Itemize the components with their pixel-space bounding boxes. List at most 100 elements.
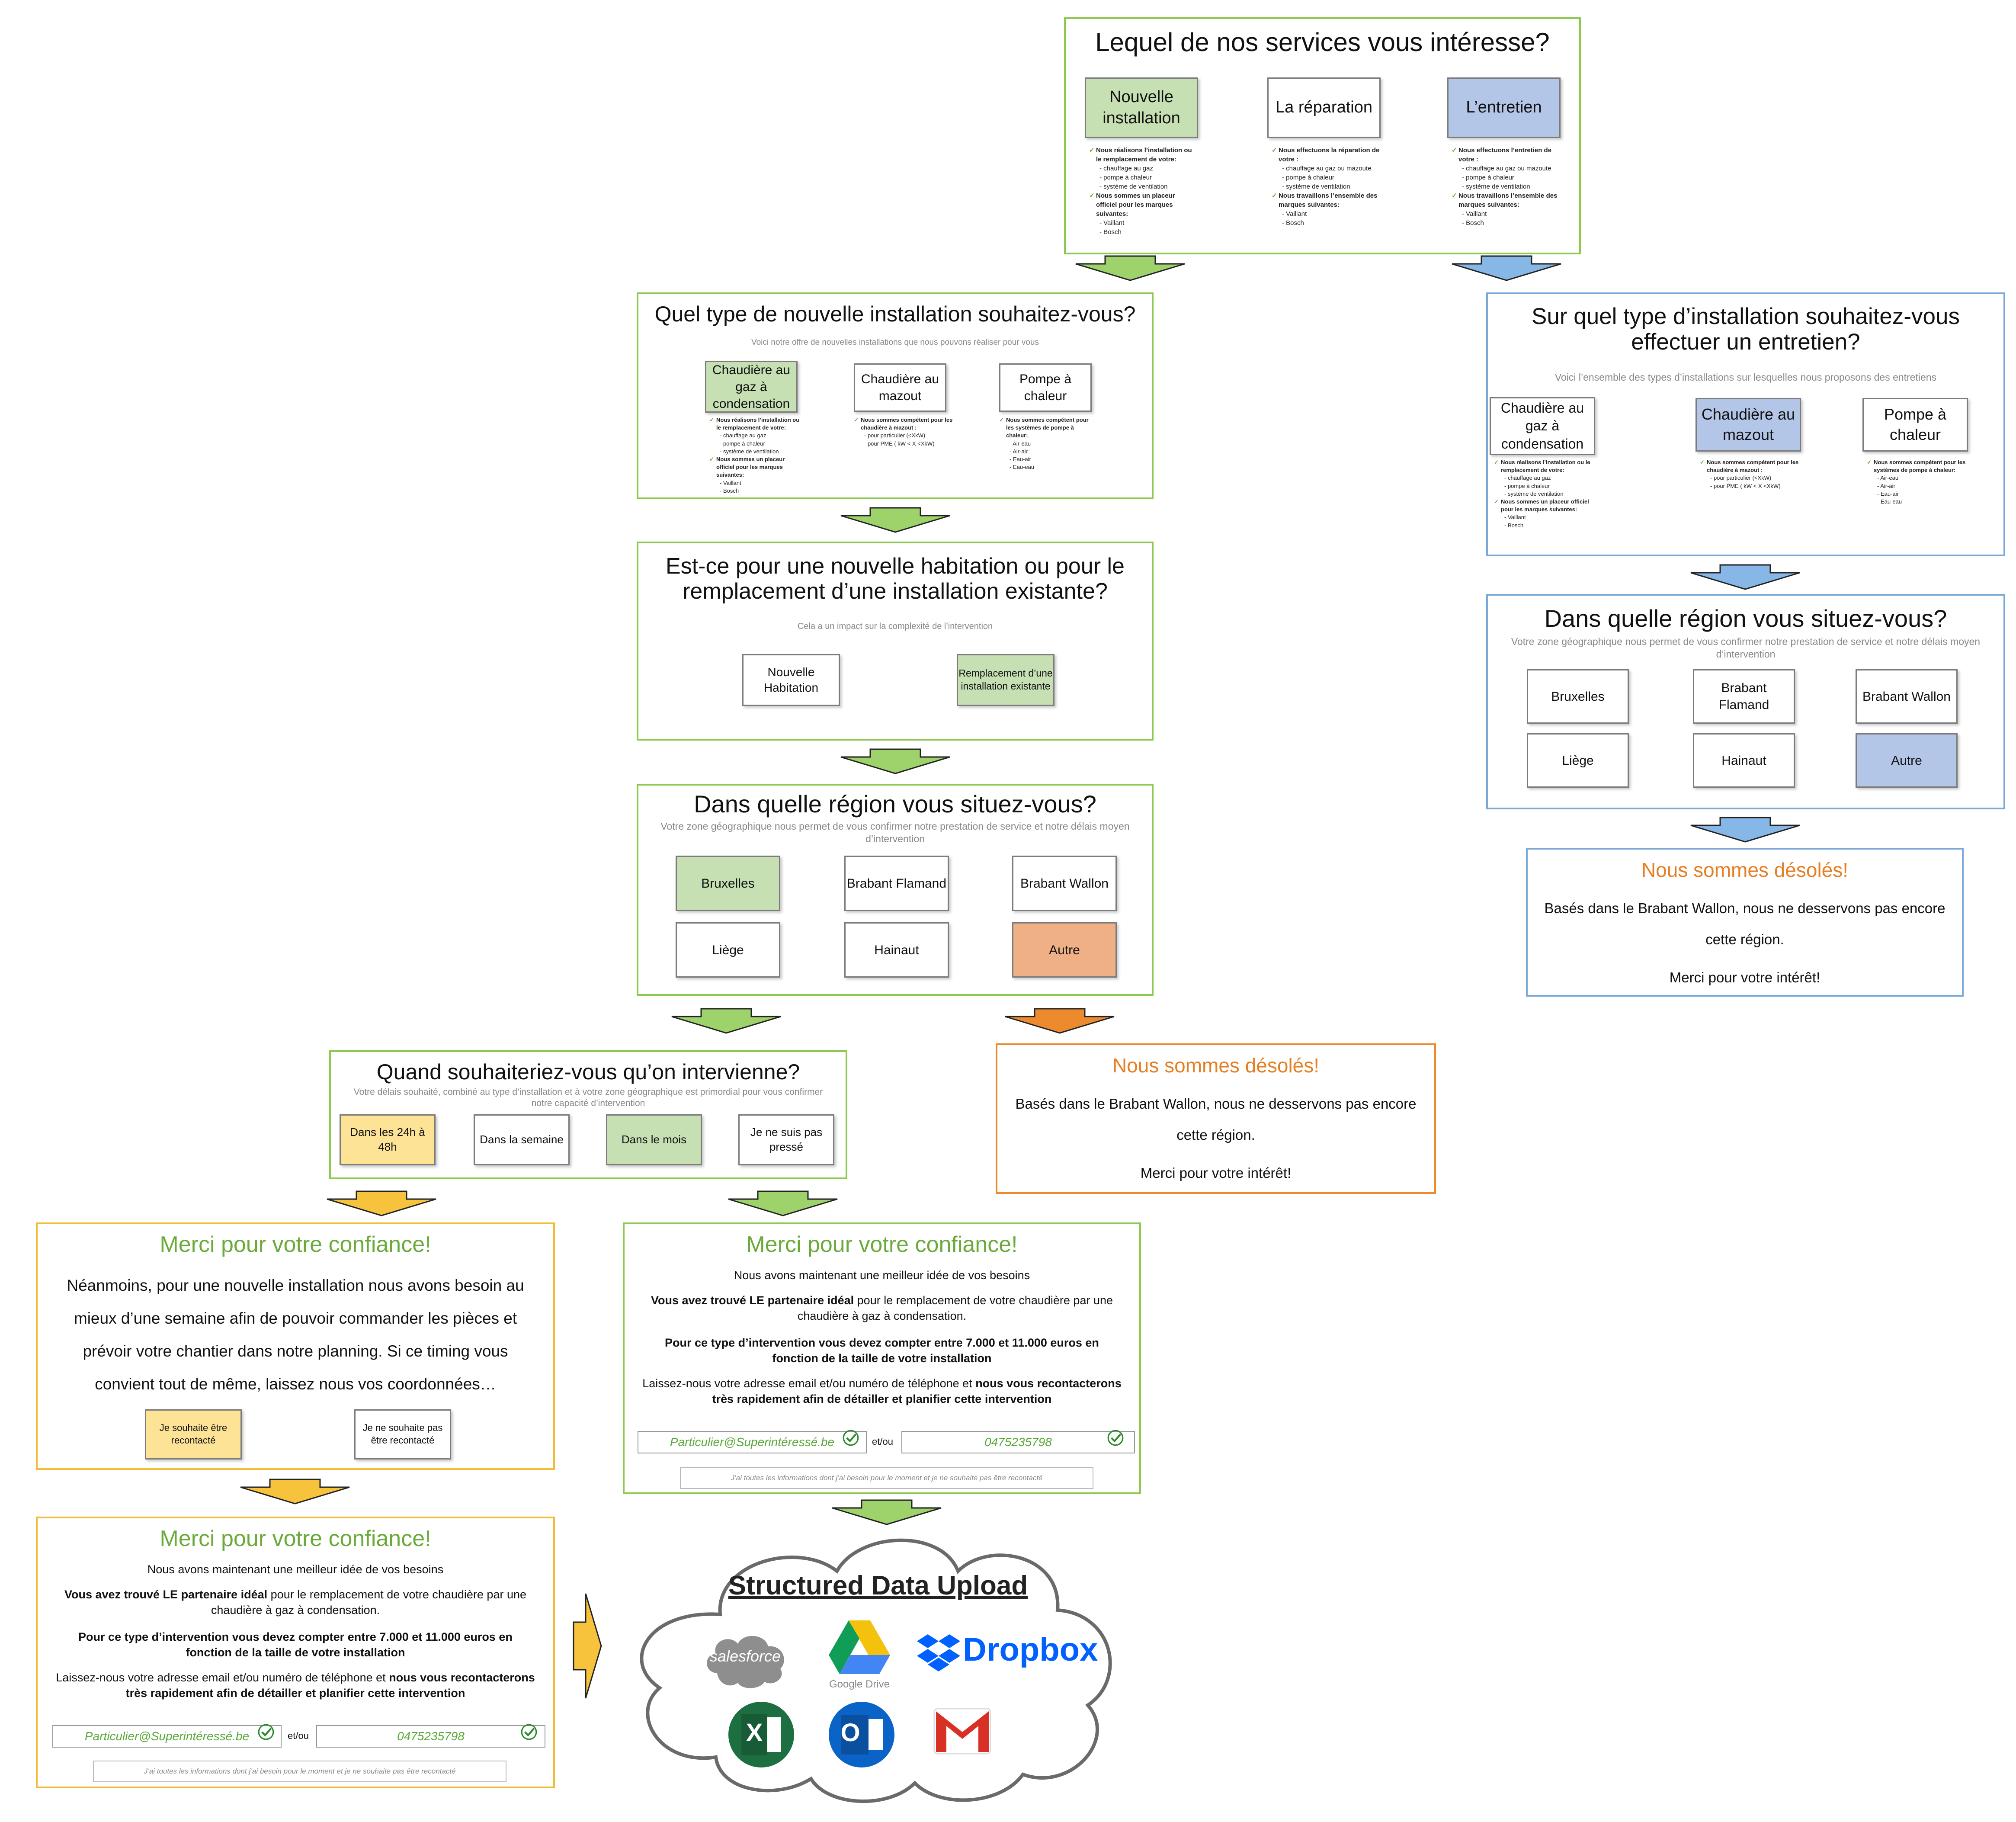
email-field[interactable]: Particulier@Superintéressé.be [638, 1431, 867, 1453]
arrow-green-1 [1074, 255, 1186, 281]
region-autre[interactable]: Autre [1012, 922, 1117, 978]
detail-line: - Eau-eau [1010, 464, 1035, 471]
detail-line: - Bosch [1282, 219, 1304, 227]
checkmark-icon: ✓ [1272, 192, 1277, 199]
detail-line: - chauffage au gaz [1504, 475, 1551, 481]
region-hainaut[interactable]: Hainaut [844, 922, 949, 978]
option-repair[interactable]: La réparation [1267, 77, 1381, 138]
dropbox-label: Dropbox [963, 1631, 1098, 1668]
email-field-2[interactable]: Particulier@Superintéressé.be [52, 1725, 282, 1748]
timing-24-48h[interactable]: Dans les 24h à 48h [340, 1114, 436, 1165]
detail-line: - pour PME ( kW < X <XkW) [864, 440, 935, 447]
sorry-panel-blue: Nous sommes désolés! Basés dans le Braba… [1526, 848, 1964, 997]
checkmark-icon: ✓ [709, 417, 714, 423]
phone-field-2[interactable]: 0475235798 [316, 1725, 545, 1748]
detail-line: - Eau-eau [1877, 498, 1902, 505]
checkmark-icon: ✓ [1272, 147, 1277, 154]
detail-line: ✓Nous réalisons l’installation ou le rem… [709, 417, 800, 431]
thanks-wait-title: Merci pour votre confiance! [160, 1232, 431, 1257]
callback-yes-button[interactable]: Je souhaite être recontacté [145, 1409, 242, 1460]
detail-line: ✓Nous travaillons l’ensemble des marques… [1272, 192, 1378, 209]
detail-line: - Vaillant [1504, 514, 1526, 521]
region-blue-liege[interactable]: Liège [1527, 733, 1629, 788]
outlook-label: O [840, 1719, 860, 1747]
timing-title: Quand souhaiteriez-vous qu’on intervienn… [376, 1060, 800, 1084]
option-oil-boiler[interactable]: Chaudière au mazout [854, 363, 946, 412]
arrow-yellow-2 [239, 1479, 351, 1504]
install-details-oil: ✓Nous sommes compétent pour les chaudièr… [854, 416, 953, 448]
checkmark-icon: ✓ [1494, 459, 1499, 465]
maint-option-heat-pump[interactable]: Pompe à chaleur [1862, 398, 1968, 452]
sorry-blue-title: Nous sommes désolés! [1641, 859, 1849, 881]
thanks-wait-panel: Merci pour votre confiance! Néanmoins, p… [36, 1222, 555, 1470]
detail-line: - Eau-air [1877, 490, 1899, 497]
checkmark-icon: ✓ [854, 417, 859, 423]
sorry-blue-line3: Merci pour votre intérêt! [1669, 969, 1820, 985]
maint-option-oil-boiler[interactable]: Chaudière au mazout [1695, 398, 1801, 452]
detail-line: - système de ventilation [1504, 490, 1564, 497]
region-blue-subtitle: Votre zone géographique nous permet de v… [1511, 636, 1981, 660]
maint-option-gas-condensing-boiler[interactable]: Chaudière au gaz à condensation [1490, 397, 1595, 455]
detail-line: - Vaillant [1462, 210, 1487, 218]
install-details-gas: ✓Nous réalisons l’installation ou le rem… [709, 416, 800, 495]
salesforce-label: salesforce [709, 1647, 781, 1665]
detail-line: - pour particulier (<XkW) [864, 432, 926, 439]
timing-week[interactable]: Dans la semaine [474, 1114, 570, 1165]
region-bruxelles[interactable]: Bruxelles [676, 856, 780, 911]
region-brabant-wallon[interactable]: Brabant Wallon [1012, 856, 1117, 911]
checkmark-icon: ✓ [1089, 192, 1095, 199]
arrow-blue-3 [1689, 817, 1801, 843]
detail-line: - système de ventilation [720, 448, 779, 455]
gmail-icon [933, 1708, 991, 1755]
detail-line: - Bosch [1462, 219, 1484, 227]
option-maintenance[interactable]: L’entretien [1447, 77, 1561, 138]
decline-button-2[interactable]: J’ai toutes les informations dont j’ai b… [93, 1761, 506, 1782]
habitation-subtitle: Cela a un impact sur la complexité de l’… [797, 622, 993, 631]
service-details-maintenance: ✓Nous effectuons l’entretien de votre : -… [1452, 146, 1560, 228]
thanks-yellow-intro: Nous avons maintenant une meilleur idée … [147, 1563, 444, 1576]
arrow-green-6 [830, 1499, 943, 1525]
region-blue-bruxelles[interactable]: Bruxelles [1527, 669, 1629, 724]
detail-line: ✓Nous réalisons l’installation ou le rem… [1089, 147, 1192, 163]
checkmark-icon: ✓ [1867, 459, 1872, 465]
detail-line: ✓Nous effectuons l’entretien de votre : [1452, 147, 1552, 163]
option-new-home[interactable]: Nouvelle Habitation [742, 654, 840, 706]
callback-no-button[interactable]: Je ne souhaite pas être recontacté [354, 1409, 451, 1460]
arrow-yellow-1 [325, 1190, 438, 1216]
timing-not-urgent[interactable]: Je ne suis pas pressé [738, 1114, 834, 1165]
detail-line: ✓Nous effectuons la réparation de votre … [1272, 147, 1380, 163]
sorry-orange-line1: Basés dans le Brabant Wallon, nous ne de… [1015, 1096, 1417, 1112]
region-blue-title: Dans quelle région vous situez-vous? [1544, 605, 1947, 632]
detail-line: - Air-eau [1010, 440, 1031, 447]
detail-line: - pompe à chaleur [1282, 174, 1334, 181]
checkmark-icon: ✓ [1089, 147, 1095, 154]
phone-field[interactable]: 0475235798 [901, 1431, 1135, 1453]
detail-line: - Vaillant [720, 479, 741, 486]
sorry-orange-line3: Merci pour votre intérêt! [1140, 1165, 1292, 1181]
detail-line: - pompe à chaleur [1099, 174, 1152, 181]
arrow-green-5 [727, 1190, 839, 1216]
detail-line: ✓Nous sommes compétent pour les systèmes… [999, 417, 1089, 439]
arrow-green-2 [839, 507, 952, 533]
thanks-green-intro: Nous avons maintenant une meilleur idée … [734, 1269, 1030, 1282]
checkmark-icon: ✓ [1452, 147, 1457, 154]
region-liege[interactable]: Liège [676, 922, 780, 978]
install-type-title: Quel type de nouvelle installation souha… [654, 302, 1136, 326]
region-blue-autre[interactable]: Autre [1856, 733, 1958, 788]
arrow-green-3 [839, 748, 952, 774]
region-brabant-flamand[interactable]: Brabant Flamand [844, 856, 949, 911]
option-replacement[interactable]: Remplacement d’une installation existant… [957, 654, 1054, 706]
option-heat-pump[interactable]: Pompe à chaleur [999, 363, 1092, 412]
detail-line: - chauffage au gaz [1099, 165, 1153, 172]
region-blue-hainaut[interactable]: Hainaut [1693, 733, 1795, 788]
dropbox-icon [917, 1634, 960, 1671]
decline-button[interactable]: J’ai toutes les informations dont j’ai b… [680, 1467, 1093, 1489]
install-details-heatpump: ✓Nous sommes compétent pour les systèmes… [999, 416, 1090, 471]
region-green-title: Dans quelle région vous situez-vous? [694, 790, 1096, 818]
region-blue-brabant-flamand[interactable]: Brabant Flamand [1693, 669, 1795, 724]
detail-line: - Bosch [720, 487, 739, 494]
option-new-installation[interactable]: Nouvelle installation [1085, 77, 1198, 138]
option-gas-condensing-boiler[interactable]: Chaudière au gaz à condensation [705, 361, 798, 413]
region-blue-brabant-wallon[interactable]: Brabant Wallon [1856, 669, 1958, 724]
timing-month[interactable]: Dans le mois [606, 1114, 702, 1165]
